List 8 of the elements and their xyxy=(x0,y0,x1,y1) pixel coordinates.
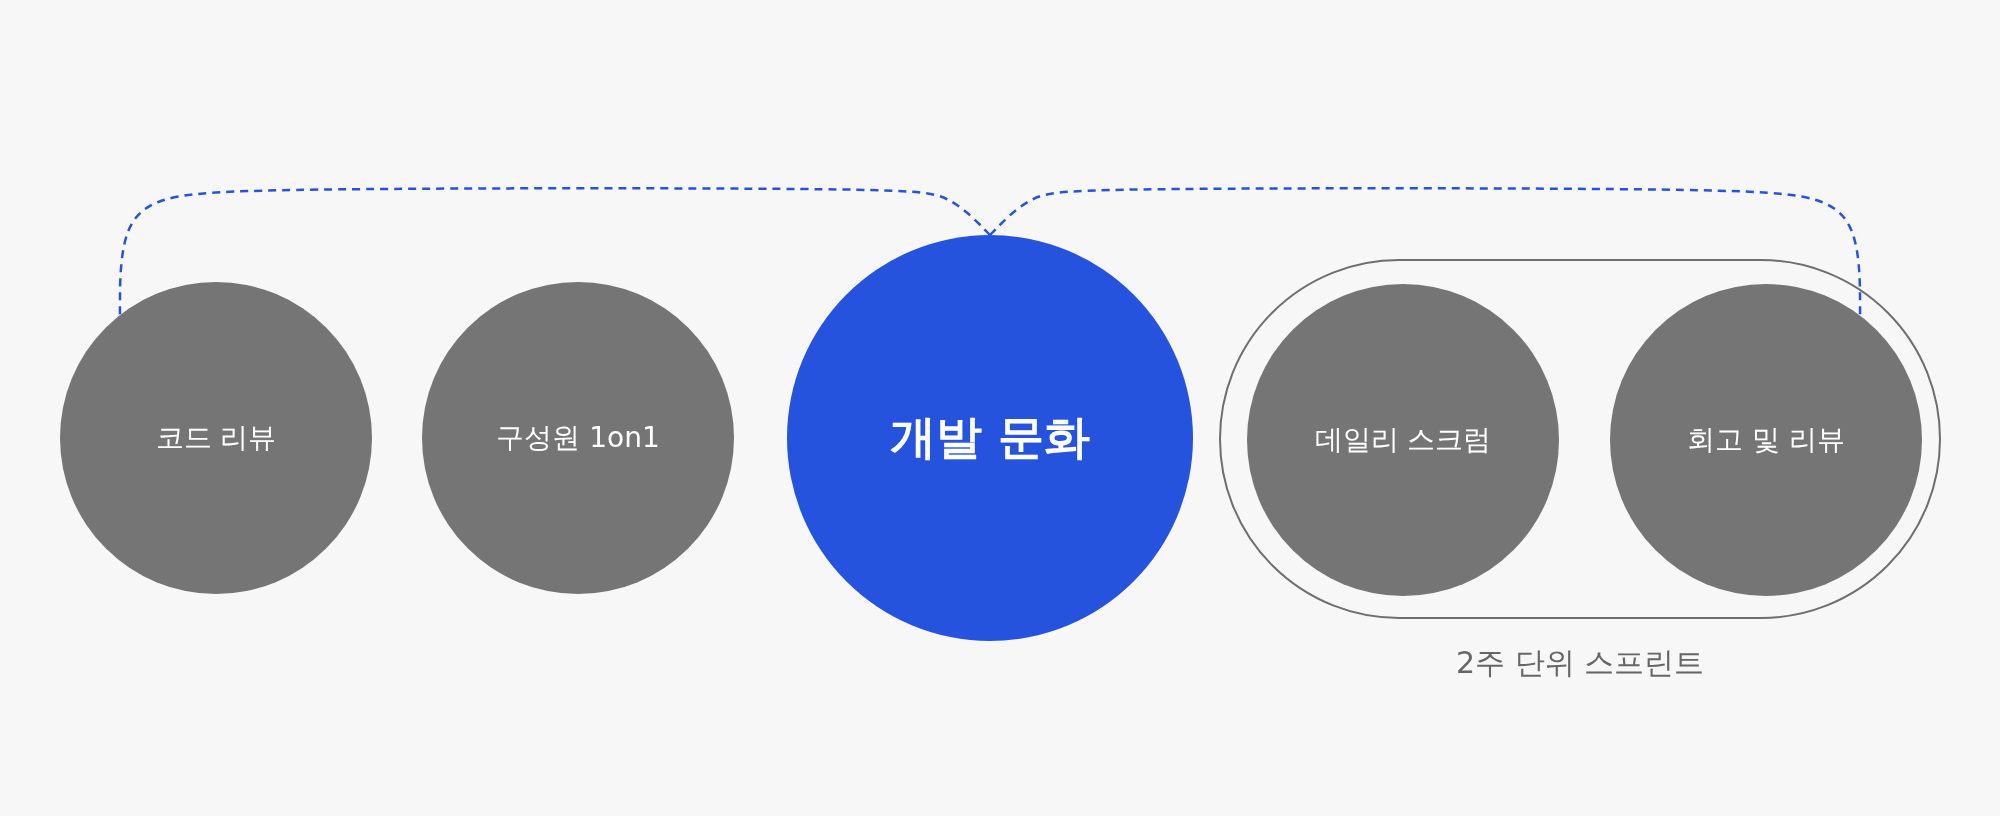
dashed-connector xyxy=(989,187,1862,316)
node-label: 코드 리뷰 xyxy=(155,420,277,456)
node-label: 구성원 1on1 xyxy=(496,420,660,456)
group-label: 2주 단위 스프린트 xyxy=(1454,644,1706,682)
dashed-connector xyxy=(118,187,991,316)
node-label: 회고 및 리뷰 xyxy=(1687,422,1845,458)
node-label: 데일리 스크럼 xyxy=(1314,422,1492,458)
node-label: 개발 문화 xyxy=(890,409,1090,466)
